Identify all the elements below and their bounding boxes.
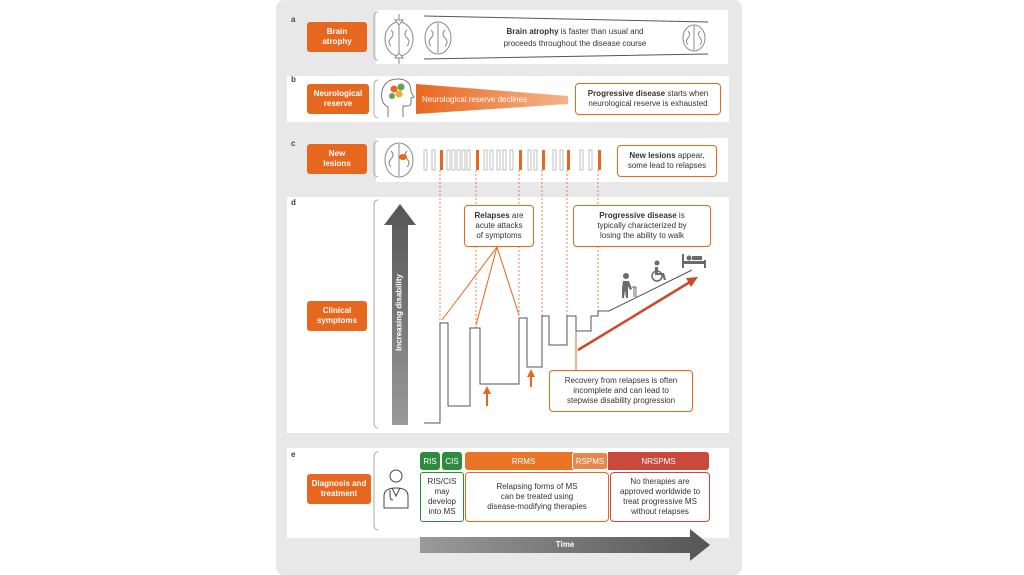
phase-rspms: RSPMS xyxy=(572,452,608,470)
walker-icon xyxy=(622,273,637,298)
time-arrow xyxy=(420,529,710,561)
lesion-bar xyxy=(489,149,494,171)
row-letter-b: b xyxy=(291,75,296,84)
relapse-pointer-lines xyxy=(441,246,520,326)
new-lesions-box: New lesions appear, some lead to relapse… xyxy=(617,145,717,177)
lesion-bar xyxy=(598,150,601,170)
lesion-bar xyxy=(496,149,501,171)
progression-arrowhead xyxy=(686,277,698,287)
row-divider-c xyxy=(373,140,379,178)
wedge-text: Neurological reserve declines xyxy=(422,95,527,104)
phase-ris: RIS xyxy=(420,452,440,470)
disability-axis-label: Increasing disability xyxy=(394,274,404,351)
brain-compress-icon xyxy=(384,14,414,64)
progressive-walk-box: Progressive disease is typically charact… xyxy=(573,205,711,247)
lesion-bar xyxy=(552,149,557,171)
phase-nrspms: NRSPMS xyxy=(608,452,709,470)
brain-lesion-icon xyxy=(384,142,414,178)
lesion-bar xyxy=(451,149,456,171)
recovery-arrows xyxy=(483,369,535,406)
lesion-bar xyxy=(527,149,532,171)
progression-arrow xyxy=(577,280,691,352)
lesion-bar xyxy=(476,150,479,170)
row-divider-a xyxy=(373,11,379,61)
lesion-bar xyxy=(431,149,436,171)
lesion-bars xyxy=(423,149,601,171)
lesion-bar xyxy=(579,149,584,171)
lesion-bar xyxy=(446,149,451,171)
brain-outline-icon xyxy=(424,21,706,55)
row-letter-a: a xyxy=(291,15,296,24)
bed-icon xyxy=(682,254,706,268)
lesion-bar xyxy=(533,149,538,171)
doctor-icon xyxy=(383,469,409,509)
lesion-bar xyxy=(567,150,570,170)
atrophy-description: Brain atrophy is faster than usual and p… xyxy=(503,27,647,48)
time-label: Time xyxy=(555,540,575,549)
symptom-trace xyxy=(424,269,693,424)
lesion-bar xyxy=(483,149,488,171)
disability-arrow xyxy=(384,204,416,425)
lesion-bar xyxy=(456,149,461,171)
row-letter-d: d xyxy=(291,198,296,207)
phase-rrms: RRMS xyxy=(465,452,582,470)
phase-cis: CIS xyxy=(442,452,462,470)
row-letter-e: e xyxy=(291,450,296,459)
row-divider-e xyxy=(373,451,379,531)
wheelchair-icon xyxy=(651,260,666,282)
row-divider-b xyxy=(373,79,379,119)
lesion-connectors xyxy=(439,170,599,328)
lesion-bar xyxy=(509,149,514,171)
lesion-bar xyxy=(588,149,593,171)
reserve-wedge xyxy=(416,84,568,114)
lesion-bar xyxy=(461,149,466,171)
row-divider-d xyxy=(373,199,379,429)
lesion-bar xyxy=(423,149,428,171)
lesion-bar xyxy=(502,149,507,171)
lesion-bar xyxy=(519,150,522,170)
brain-shrink-trapezoid xyxy=(423,15,709,60)
progressive-starts-box: Progressive disease starts when neurolog… xyxy=(575,83,721,115)
head-profile-icon xyxy=(381,78,415,117)
row-letter-c: c xyxy=(291,139,296,148)
lesion-bar xyxy=(440,150,443,170)
lesion-bar xyxy=(542,150,545,170)
lesion-bar xyxy=(466,149,471,171)
lesion-bar xyxy=(559,149,564,171)
